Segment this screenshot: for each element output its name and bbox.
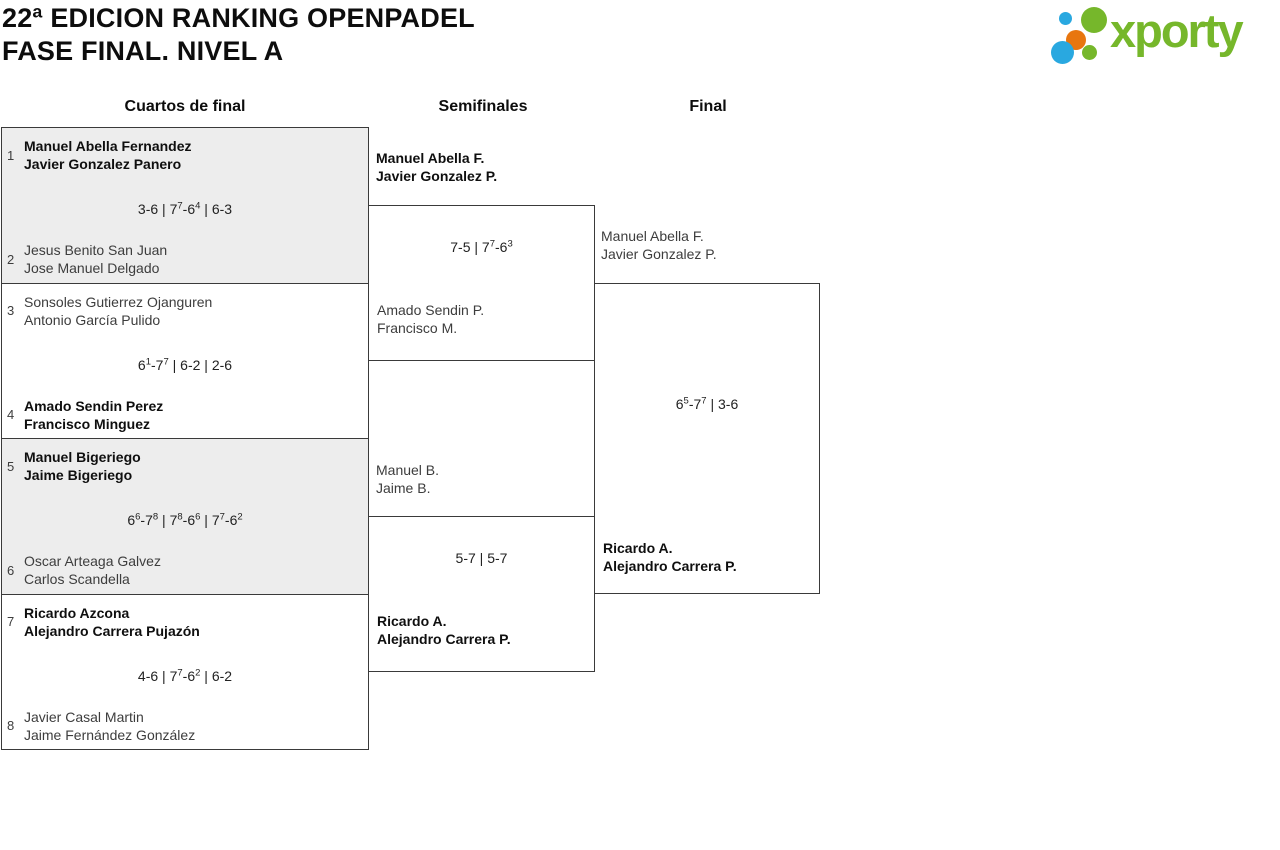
sf1-team-bottom: Amado Sendin P. Francisco M. [377, 301, 484, 337]
seed-number: 8 [7, 718, 15, 733]
player-name: Manuel Abella F. [601, 228, 704, 244]
final-match-box: 65-77 | 3-6 Ricardo A. Alejandro Carrera… [594, 283, 820, 594]
match-score: 5-7 | 5-7 [455, 550, 508, 566]
qf-match-2: 3 Sonsoles Gutierrez Ojanguren Antonio G… [2, 282, 368, 438]
player-name: Jose Manuel Delgado [24, 260, 160, 276]
seed-number: 7 [7, 614, 15, 629]
qf2-team-top: 3 Sonsoles Gutierrez Ojanguren Antonio G… [7, 293, 212, 329]
player-name: Manuel Abella F. [376, 150, 485, 166]
final-team-bottom: Ricardo A. Alejandro Carrera P. [603, 539, 737, 575]
sf-match-2-box: 5-7 | 5-7 Ricardo A. Alejandro Carrera P… [368, 516, 595, 672]
player-name: Carlos Scandella [24, 571, 130, 587]
qf-match-1: 1 Manuel Abella Fernandez Javier Gonzale… [2, 128, 368, 283]
player-name: Javier Gonzalez Panero [24, 156, 182, 172]
sf-match-1-box: 7-5 | 77-63 Amado Sendin P. Francisco M. [368, 205, 595, 361]
player-name: Alejandro Carrera P. [603, 558, 737, 574]
player-name: Francisco Minguez [24, 415, 151, 432]
qf-match-4: 7 Ricardo Azcona Alejandro Carrera Pujaz… [2, 593, 368, 749]
round-header-final: Final [689, 98, 727, 115]
match-score: 66-78 | 78-66 | 77-62 [127, 511, 243, 528]
player-name: Manuel Abella Fernandez [24, 138, 192, 154]
player-name: Amado Sendin Perez [24, 397, 164, 414]
player-name: Javier Casal Martin [24, 708, 144, 725]
seed-number: 1 [7, 147, 15, 163]
qf4-team-bottom: 8 Javier Casal Martin Jaime Fernández Go… [7, 708, 195, 744]
round-header-quarterfinals: Cuartos de final [124, 98, 246, 115]
match-score: 7-5 | 77-63 [450, 238, 513, 255]
logo-wordmark: xporty [1110, 4, 1244, 57]
player-name: Alejandro Carrera P. [377, 631, 511, 647]
player-name: Javier Gonzalez P. [376, 168, 498, 184]
seed-number: 5 [7, 458, 15, 474]
seed-number: 2 [7, 251, 15, 267]
player-name: Manuel B. [376, 462, 440, 478]
player-name: Francisco M. [377, 320, 458, 336]
match-score: 65-77 | 3-6 [675, 395, 739, 412]
player-name: Jaime Bigeriego [24, 467, 133, 483]
seed-number: 6 [7, 562, 15, 578]
player-name: Javier Gonzalez P. [601, 246, 717, 262]
logo-dot-green-large [1081, 7, 1107, 33]
player-name: Oscar Arteaga Galvez [24, 553, 161, 569]
qf2-team-bottom: 4 Amado Sendin Perez Francisco Minguez [7, 397, 163, 433]
qf1-team-top: 1 Manuel Abella Fernandez Javier Gonzale… [7, 137, 192, 173]
qf4-team-top: 7 Ricardo Azcona Alejandro Carrera Pujaz… [7, 604, 200, 640]
qf-match-3: 5 Manuel Bigeriego Jaime Bigeriego 66-78… [2, 438, 368, 594]
qf3-team-top: 5 Manuel Bigeriego Jaime Bigeriego [7, 448, 141, 484]
player-name: Alejandro Carrera Pujazón [24, 622, 200, 639]
match-score: 61-77 | 6-2 | 2-6 [137, 355, 233, 373]
sf2-team-bottom: Ricardo A. Alejandro Carrera P. [377, 612, 511, 648]
qf3-team-bottom: 6 Oscar Arteaga Galvez Carlos Scandella [7, 552, 161, 588]
player-name: Jaime Fernández González [24, 726, 196, 743]
seed-number: 3 [7, 303, 15, 318]
player-name: Jaime B. [376, 480, 431, 496]
final-team-top: Manuel Abella F. Javier Gonzalez P. [601, 227, 717, 263]
player-name: Amado Sendin P. [377, 302, 485, 318]
round-header-semifinals: Semifinales [438, 98, 528, 115]
page-title: 22ª EDICION RANKING OPENPADEL FASE FINAL… [2, 2, 475, 68]
player-name: Ricardo Azcona [24, 604, 130, 621]
page-title-line2: FASE FINAL. NIVEL A [2, 36, 284, 66]
match-score: 4-6 | 77-62 | 6-2 [137, 666, 233, 684]
page-title-line1: 22ª EDICION RANKING OPENPADEL [2, 3, 475, 33]
sf2-team-top: Manuel B. Jaime B. [376, 461, 439, 497]
match-score: 3-6 | 77-64 | 6-3 [137, 200, 233, 217]
player-name: Manuel Bigeriego [24, 449, 141, 465]
seed-number: 4 [7, 407, 15, 422]
quarterfinals-bracket: 1 Manuel Abella Fernandez Javier Gonzale… [1, 127, 369, 750]
logo-dot-blue-large [1051, 41, 1074, 64]
player-name: Antonio García Pulido [24, 311, 161, 328]
player-name: Ricardo A. [377, 613, 447, 629]
logo-dot-blue-small [1059, 12, 1072, 25]
player-name: Jesus Benito San Juan [24, 242, 168, 258]
player-name: Sonsoles Gutierrez Ojanguren [24, 293, 213, 310]
player-name: Ricardo A. [603, 540, 673, 556]
logo-dot-green-small [1082, 45, 1097, 60]
qf1-team-bottom: 2 Jesus Benito San Juan Jose Manuel Delg… [7, 241, 167, 277]
sf1-team-top: Manuel Abella F. Javier Gonzalez P. [376, 149, 497, 185]
